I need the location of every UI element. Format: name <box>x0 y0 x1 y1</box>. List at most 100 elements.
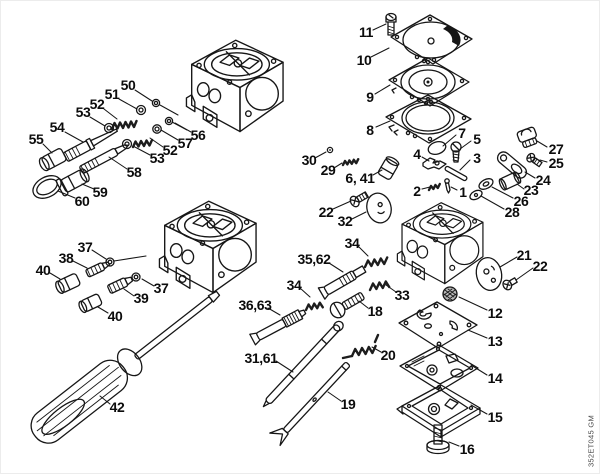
part-label-15: 15 <box>487 409 503 425</box>
part-label-50: 50 <box>120 77 136 93</box>
part-35-62-screw <box>317 265 367 300</box>
part-31-61-rod <box>262 320 344 408</box>
part-label-28: 28 <box>504 204 520 220</box>
part-51-washer <box>135 104 147 116</box>
part-18-screw <box>329 292 365 319</box>
part-7-valve-disc <box>427 141 447 155</box>
part-52-spring-b <box>131 138 154 149</box>
part-42-screwdriver <box>30 290 221 444</box>
part-label-59: 59 <box>92 184 108 200</box>
part-59-plug <box>55 168 90 197</box>
part-10-diaphragm <box>390 14 473 65</box>
part-16-screw <box>426 424 450 455</box>
part-label-52-b: 52 <box>162 142 178 158</box>
part-label-1: 1 <box>459 184 467 200</box>
part-11-screw <box>385 12 397 36</box>
part-34-spring-b <box>304 301 324 312</box>
part-label-3: 3 <box>473 150 481 166</box>
part-label-57: 57 <box>177 135 193 151</box>
part-4-metering-lever <box>422 157 447 170</box>
part-label-20: 20 <box>380 347 396 363</box>
part-label-22-b: 22 <box>532 258 548 274</box>
part-label-21: 21 <box>516 247 532 263</box>
part-label-23: 23 <box>523 182 539 198</box>
part-37-ring-a <box>105 257 115 267</box>
part-9-diaphragm <box>388 57 470 107</box>
part-52-spring-a <box>110 119 138 131</box>
part-label-25: 25 <box>548 155 564 171</box>
part-label-9: 9 <box>366 89 374 105</box>
carb-body-top <box>185 39 284 133</box>
part-label-51: 51 <box>104 86 120 102</box>
part-6-41-plug <box>377 156 400 180</box>
part-8-gasket <box>385 94 472 144</box>
part-55-cap <box>38 148 67 172</box>
part-1-inlet-needle <box>444 178 451 194</box>
part-label-16: 16 <box>459 441 475 457</box>
part-38-nozzle <box>85 261 111 278</box>
drawing-number: 352ET045 GM <box>586 414 596 468</box>
part-label-54: 54 <box>49 119 65 135</box>
part-label-2: 2 <box>413 183 421 199</box>
part-label-37-a: 37 <box>77 239 93 255</box>
part-24-lever <box>496 151 528 179</box>
part-40-cap-a <box>55 273 81 294</box>
part-label-19: 19 <box>340 396 356 412</box>
part-54-needle-screw <box>63 128 118 162</box>
part-3-pin <box>444 165 468 182</box>
part-label-18: 18 <box>367 303 383 319</box>
part-37-ring-b <box>131 272 141 282</box>
part-label-36-63: 36,63 <box>238 297 272 313</box>
part-34-spring-a <box>363 256 389 269</box>
part-12-filter-screen <box>442 286 458 302</box>
part-label-55: 55 <box>28 131 44 147</box>
part-label-38: 38 <box>58 250 74 266</box>
part-label-34-a: 34 <box>344 235 360 251</box>
part-13-gasket <box>398 301 478 349</box>
part-label-4: 4 <box>413 146 421 162</box>
part-label-60: 60 <box>74 193 90 209</box>
part-label-14: 14 <box>487 370 503 386</box>
carb-body-left <box>158 200 257 294</box>
part-19-rod <box>269 361 351 447</box>
part-32-disc <box>366 192 392 224</box>
part-label-29: 29 <box>320 162 336 178</box>
part-50-ring <box>151 98 161 108</box>
part-label-7: 7 <box>458 125 466 141</box>
part-28-grommet <box>469 189 483 201</box>
part-20-spring <box>341 333 380 360</box>
part-29-spring <box>341 158 360 167</box>
part-label-5: 5 <box>473 131 481 147</box>
part-40-cap-b <box>78 293 103 314</box>
part-label-32: 32 <box>337 213 353 229</box>
part-label-8: 8 <box>366 122 374 138</box>
part-label-22-a: 22 <box>318 204 334 220</box>
part-label-30: 30 <box>301 152 317 168</box>
part-label-35-62: 35,62 <box>297 251 331 267</box>
part-56-ring <box>164 116 174 126</box>
part-33-spring <box>368 280 391 292</box>
part-label-58: 58 <box>126 164 142 180</box>
part-58-screw <box>79 144 129 174</box>
part-2-clip <box>427 182 441 192</box>
part-label-53-a: 53 <box>75 104 91 120</box>
part-15-pump-body <box>396 384 481 438</box>
part-label-37-b: 37 <box>153 280 169 296</box>
part-57-ring <box>152 124 162 134</box>
part-label-42: 42 <box>109 399 125 415</box>
part-label-27: 27 <box>548 141 564 157</box>
part-5-screw <box>450 141 462 163</box>
part-53-washer-b <box>121 138 133 150</box>
part-27-valve <box>516 126 538 148</box>
part-36-63-screw <box>249 309 307 346</box>
part-label-6-41: 6, 41 <box>345 170 375 186</box>
part-label-53-b: 53 <box>149 150 165 166</box>
part-label-34-b: 34 <box>286 277 302 293</box>
part-21-disc <box>475 257 503 291</box>
part-39-nozzle <box>107 276 134 294</box>
part-label-33: 33 <box>394 287 410 303</box>
part-label-40-a: 40 <box>35 262 51 278</box>
part-label-40-b: 40 <box>107 308 123 324</box>
